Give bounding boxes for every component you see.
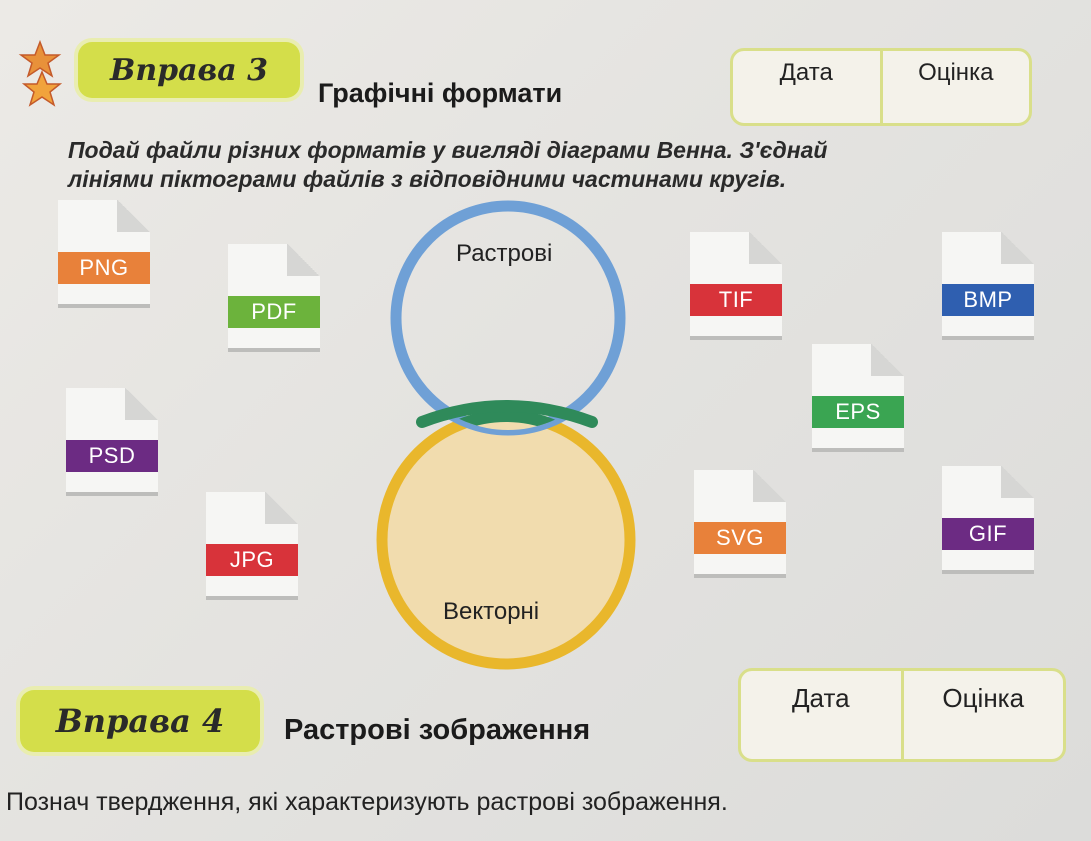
file-icon-bmp[interactable]: BMP xyxy=(942,232,1034,340)
file-tag: PNG xyxy=(58,252,150,284)
exercise-3-grade-box: Дата Оцінка xyxy=(730,48,1032,126)
grade-cell[interactable]: Оцінка xyxy=(879,51,1030,123)
star-icon xyxy=(18,39,63,107)
file-tag: TIF xyxy=(690,284,782,316)
instruction-line-2: лініями піктограми файлів з відповідними… xyxy=(68,166,787,192)
exercise-3-label: Вправа 3 xyxy=(109,52,269,88)
instruction-line-1: Подай файли різних форматів у вигляді ді… xyxy=(68,137,828,163)
file-tag: SVG xyxy=(694,522,786,554)
file-tag: PDF xyxy=(228,296,320,328)
file-tag: BMP xyxy=(942,284,1034,316)
date-cell[interactable]: Дата xyxy=(791,683,850,713)
file-icon-gif[interactable]: GIF xyxy=(942,466,1034,574)
venn-top-label: Растрові xyxy=(456,240,553,267)
file-icon-svg[interactable]: SVG xyxy=(694,470,786,578)
exercise-3-badge: Вправа 3 xyxy=(78,42,300,98)
file-tag: GIF xyxy=(942,518,1034,550)
file-icon-psd[interactable]: PSD xyxy=(66,388,158,496)
file-tag: PSD xyxy=(66,440,158,472)
venn-overlap-top-arc xyxy=(416,400,598,428)
date-cell[interactable]: Дата xyxy=(779,59,833,86)
file-tag: EPS xyxy=(812,396,904,428)
exercise-4-title: Растрові зображення xyxy=(284,714,591,746)
exercise-3-instruction: Подай файли різних форматів у вигляді ді… xyxy=(68,136,1048,194)
file-icon-pdf[interactable]: PDF xyxy=(228,244,320,352)
file-tag: JPG xyxy=(206,544,298,576)
file-icon-jpg[interactable]: JPG xyxy=(206,492,298,600)
venn-bottom-label: Векторні xyxy=(443,598,540,625)
exercise-4-grade-box: Дата Оцінка xyxy=(738,668,1066,762)
venn-diagram xyxy=(376,200,636,670)
venn-overlap[interactable] xyxy=(382,410,630,664)
exercise-4-label: Вправа 4 xyxy=(55,702,225,740)
exercise-4-badge: Вправа 4 xyxy=(20,690,260,752)
grade-cell[interactable]: Оцінка xyxy=(900,671,1064,759)
exercise-3-title: Графічні формати xyxy=(318,78,563,108)
file-icon-eps[interactable]: EPS xyxy=(812,344,904,452)
venn-bottom-circle[interactable] xyxy=(376,410,636,670)
file-icon-png[interactable]: PNG xyxy=(58,200,150,308)
exercise-4-instruction: Познач твердження, які характеризують ра… xyxy=(6,788,728,816)
file-icon-tif[interactable]: TIF xyxy=(690,232,782,340)
